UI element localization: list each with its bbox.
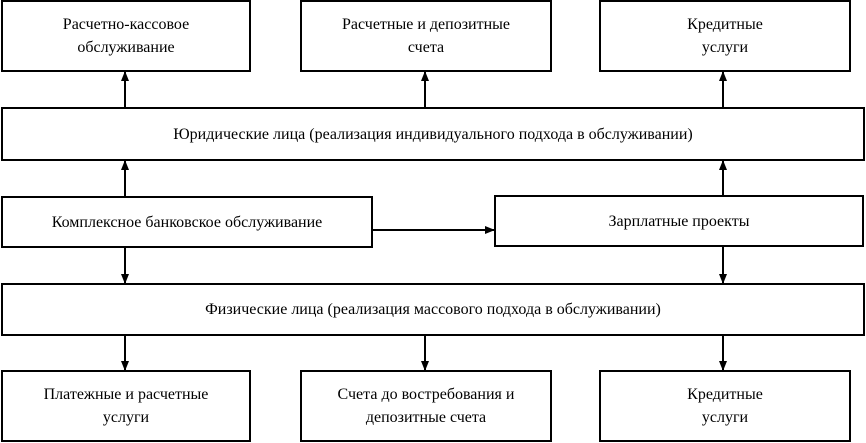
box-settlement-line-1: Расчетно-кассовое (62, 16, 190, 33)
box-deposit-accounts-line-2: счета (407, 39, 445, 56)
box-payment-line-1: Платежные и расчетные (43, 386, 209, 403)
box-credit-bottom-line-2: услуги (701, 409, 749, 426)
box-settlement-cash-service: Расчетно-кассовое обслуживание (1, 0, 251, 72)
box-complex-banking-service: Комплексное банковское обслуживание (1, 196, 373, 248)
box-payment-settlement-services: Платежные и расчетные услуги (1, 370, 251, 442)
legal-entities-label: Юридические лица (реализация индивидуаль… (173, 125, 693, 143)
individuals-label: Физические лица (реализация массового по… (205, 301, 661, 318)
box-credit-top-line-1: Кредитные (687, 16, 763, 33)
box-individuals: Физические лица (реализация массового по… (1, 283, 865, 336)
box-settlement-deposit-accounts: Расчетные и депозитные счета (300, 0, 552, 72)
box-demand-deposit-accounts: Счета до востребования и депозитные счет… (300, 370, 552, 442)
complex-service-label: Комплексное банковское обслуживание (51, 213, 323, 231)
box-payment-line-2: услуги (102, 409, 150, 426)
box-credit-services-top: Кредитные услуги (599, 0, 851, 72)
box-credit-top-line-2: услуги (701, 39, 749, 56)
box-credit-services-bottom: Кредитные услуги (599, 370, 851, 442)
box-demand-accounts-line-2: депозитные счета (365, 409, 487, 426)
box-credit-bottom-line-1: Кредитные (687, 386, 763, 403)
salary-projects-label: Зарплатные проекты (608, 212, 750, 230)
box-salary-projects: Зарплатные проекты (494, 195, 864, 247)
box-legal-entities: Юридические лица (реализация индивидуаль… (1, 107, 865, 161)
box-deposit-accounts-line-1: Расчетные и депозитные (342, 16, 510, 33)
box-settlement-line-2: обслуживание (77, 39, 175, 56)
box-demand-accounts-line-1: Счета до востребования и (337, 386, 515, 403)
